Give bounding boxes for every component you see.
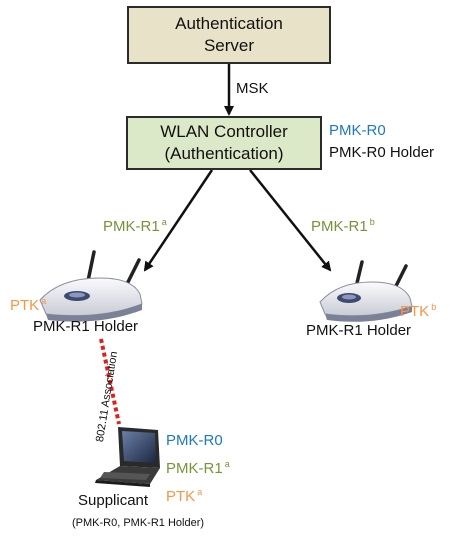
laptop-icon bbox=[95, 427, 160, 487]
controller-to-ap-b-arrow bbox=[249, 169, 332, 272]
ap-a-role-label: PMK-R1 Holder bbox=[33, 318, 139, 335]
ap-b-ptk-superscript: b bbox=[431, 302, 437, 312]
ap-a-ptk-text: PTK bbox=[10, 297, 40, 314]
supplicant-role-label: (PMK-R0, PMK-R1 Holder) bbox=[72, 517, 205, 529]
wlan-controller-node: WLAN Controller (Authentication) bbox=[126, 116, 322, 170]
msk-label: MSK bbox=[236, 80, 269, 97]
authentication-server-label-line1: Authentication bbox=[175, 14, 283, 33]
controller-role-label: PMK-R0 Holder bbox=[329, 144, 435, 161]
supplicant-pmk-r0-label: PMK-R0 bbox=[166, 432, 223, 449]
pmk-r1-b-text: PMK-R1 bbox=[311, 218, 368, 235]
authentication-server-node: Authentication Server bbox=[127, 6, 331, 64]
ap-a-ptk-superscript: a bbox=[41, 296, 47, 306]
ap-b-role-label: PMK-R1 Holder bbox=[306, 322, 412, 339]
controller-pmk-r0-label: PMK-R0 bbox=[329, 122, 386, 139]
pmk-r1-b-superscript: b bbox=[369, 217, 375, 227]
supplicant-ptk-superscript: a bbox=[197, 487, 203, 497]
association-link bbox=[99, 338, 121, 425]
access-point-b-icon bbox=[319, 260, 413, 322]
supplicant-name-label: Supplicant bbox=[78, 492, 149, 509]
wlan-controller-label-line2: (Authentication) bbox=[164, 144, 284, 163]
pmk-r1-a-superscript: a bbox=[161, 217, 167, 227]
supplicant-pmk-r1-superscript: a bbox=[224, 459, 230, 469]
pmk-r1-a-text: PMK-R1 bbox=[103, 218, 160, 235]
supplicant-pmk-r1-text: PMK-R1 bbox=[166, 460, 223, 477]
controller-to-ap-a-arrow bbox=[143, 169, 214, 272]
access-point-a-icon bbox=[39, 250, 143, 322]
wlan-controller-label-line1: WLAN Controller bbox=[160, 122, 288, 141]
supplicant-ptk-text: PTK bbox=[166, 488, 196, 505]
ap-b-ptk-text: PTK bbox=[400, 303, 430, 320]
authentication-server-label-line2: Server bbox=[203, 36, 255, 55]
